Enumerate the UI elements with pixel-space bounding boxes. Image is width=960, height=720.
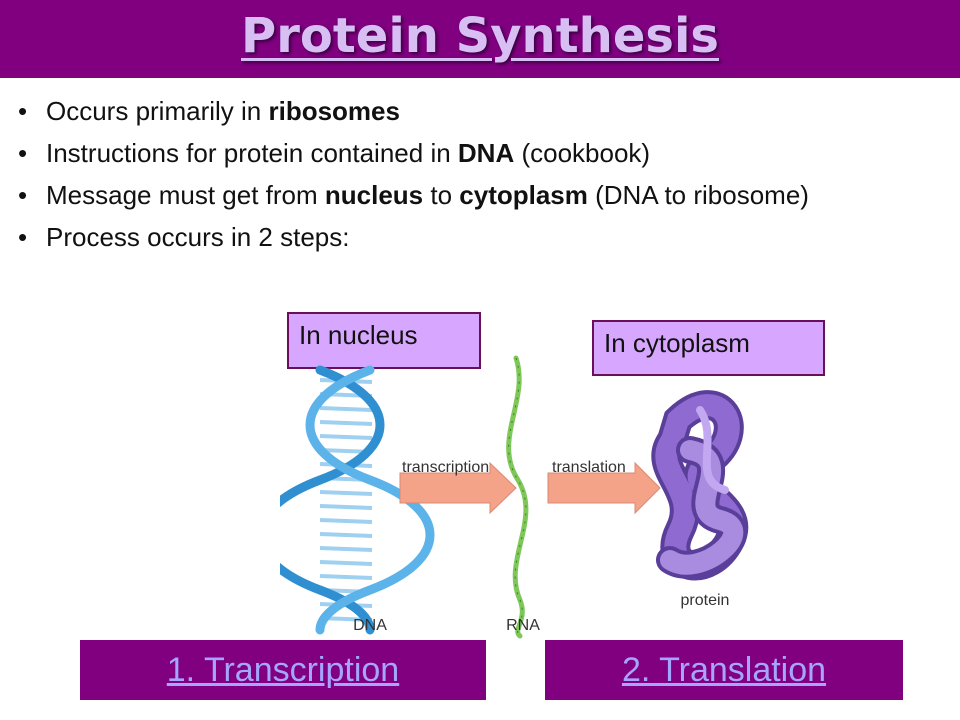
bullet-text: Occurs primarily in bbox=[46, 96, 269, 126]
bullet-text: Message must get from bbox=[46, 180, 325, 210]
bullet-text: (DNA to ribosome) bbox=[587, 180, 809, 210]
dna-rung bbox=[319, 504, 373, 510]
dna-rung bbox=[319, 560, 373, 566]
dna-label: DNA bbox=[353, 617, 387, 634]
transcription-arrow-icon bbox=[399, 461, 517, 515]
transcription-label: transcription bbox=[402, 459, 489, 476]
protein-synthesis-diagram: transcription translation DNA RNA protei… bbox=[280, 355, 749, 639]
translation-link[interactable]: 2. Translation bbox=[545, 640, 903, 700]
protein-blob-icon bbox=[651, 390, 749, 581]
bullet-list: Occurs primarily in ribosomes Instructio… bbox=[16, 94, 916, 262]
slide-title: Protein Synthesis bbox=[241, 8, 719, 64]
rna-label: RNA bbox=[506, 617, 540, 634]
translation-arrow-icon bbox=[547, 461, 661, 515]
in-cytoplasm-label: In cytoplasm bbox=[592, 320, 825, 376]
bullet-keyword: ribosomes bbox=[268, 96, 400, 126]
bullet-text: to bbox=[423, 180, 460, 210]
dna-rung bbox=[319, 574, 373, 580]
dna-rung bbox=[319, 532, 373, 538]
title-bar: Protein Synthesis bbox=[0, 0, 960, 78]
dna-rung bbox=[319, 518, 373, 524]
bullet-item: Message must get from nucleus to cytopla… bbox=[16, 178, 916, 212]
dna-rung bbox=[319, 490, 373, 496]
bullet-item: Instructions for protein contained in DN… bbox=[16, 136, 916, 170]
bullet-keyword: DNA bbox=[457, 138, 515, 168]
bullet-keyword: cytoplasm bbox=[459, 180, 588, 210]
bullet-text: (cookbook) bbox=[514, 138, 651, 168]
in-nucleus-label: In nucleus bbox=[287, 312, 481, 369]
bullet-text: Instructions for protein contained in bbox=[46, 138, 458, 168]
rna-strand-icon bbox=[506, 355, 529, 639]
dna-rung bbox=[319, 434, 373, 440]
protein-label: protein bbox=[681, 592, 730, 609]
translation-label: translation bbox=[552, 459, 626, 476]
dna-rung bbox=[319, 420, 373, 426]
bullet-keyword: nucleus bbox=[324, 180, 424, 210]
transcription-link[interactable]: 1. Transcription bbox=[80, 640, 486, 700]
bullet-item: Process occurs in 2 steps: bbox=[16, 220, 916, 254]
dna-rung bbox=[319, 406, 373, 412]
dna-rung bbox=[319, 546, 373, 552]
bullet-text: Process occurs in 2 steps: bbox=[46, 222, 350, 252]
bullet-item: Occurs primarily in ribosomes bbox=[16, 94, 916, 128]
dna-helix-icon bbox=[280, 365, 435, 635]
